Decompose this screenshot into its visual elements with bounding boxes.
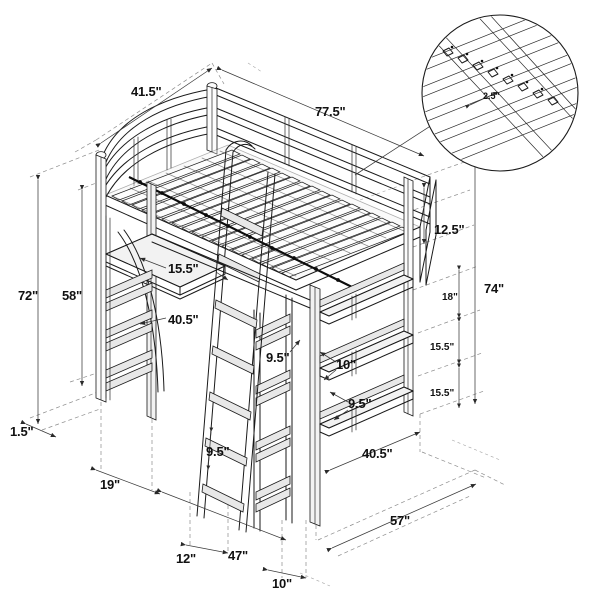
dim-label-floor-depth: 57" [390,513,410,528]
leg-post-left-rear [95,154,107,403]
desk-unit-left [105,215,226,401]
bed-frame-structure [95,82,437,533]
dim-label-ladder-rung: 9.5" [206,444,229,459]
dim-label-right-overall: 74" [484,281,504,296]
corner-post-back [206,82,218,155]
slat-spacing-detail-callout [354,14,579,176]
dim-label-top-left-width: 41.5" [131,84,162,99]
dim-label-slat-spacing: 2.5" [483,91,500,101]
leg-post-right-rear [403,176,414,417]
dim-label-shelf-clearance: 9.5" [266,350,289,365]
shelf-unit-right [319,262,414,437]
dimension-labels: 41.5" 77.5" 72" 58" 1.5" 12.5" 74" 18" 1… [10,84,504,591]
dim-label-right-gap-2: 15.5" [430,342,454,353]
slat-clips [442,45,559,106]
leg-post-right-front [309,284,321,527]
dim-label-shelf-width: 40.5" [362,446,393,461]
dim-label-right-gap-3: 15.5" [430,388,454,399]
dim-label-ladder-run: 47" [228,548,248,563]
dim-label-left-outer-height: 72" [18,288,38,303]
dim-label-right-top-rail: 12.5" [434,222,465,237]
dim-label-floor-right-offset: 10" [272,576,292,591]
dim-label-top-right-length: 77.5" [315,104,346,119]
under-bed-cross-support [151,233,311,309]
dim-label-ladder-foot: 12" [176,551,196,566]
dim-label-floor-left-span: 19" [100,477,120,492]
dim-label-shelf-spacing: 9.5" [348,396,371,411]
dim-label-shelf-depth: 10" [336,357,356,372]
dimension-lines [20,65,478,580]
dim-label-left-inner-height: 58" [62,288,82,303]
dim-label-left-foot-offset: 1.5" [10,424,33,439]
dim-label-right-gap-1: 18" [442,292,458,303]
dim-label-desk-width: 40.5" [168,312,199,327]
front-side-rail [104,194,421,291]
side-ladder-right [253,294,293,532]
leg-post-left-front [146,181,157,421]
dim-label-desk-depth: 15.5" [168,261,199,276]
